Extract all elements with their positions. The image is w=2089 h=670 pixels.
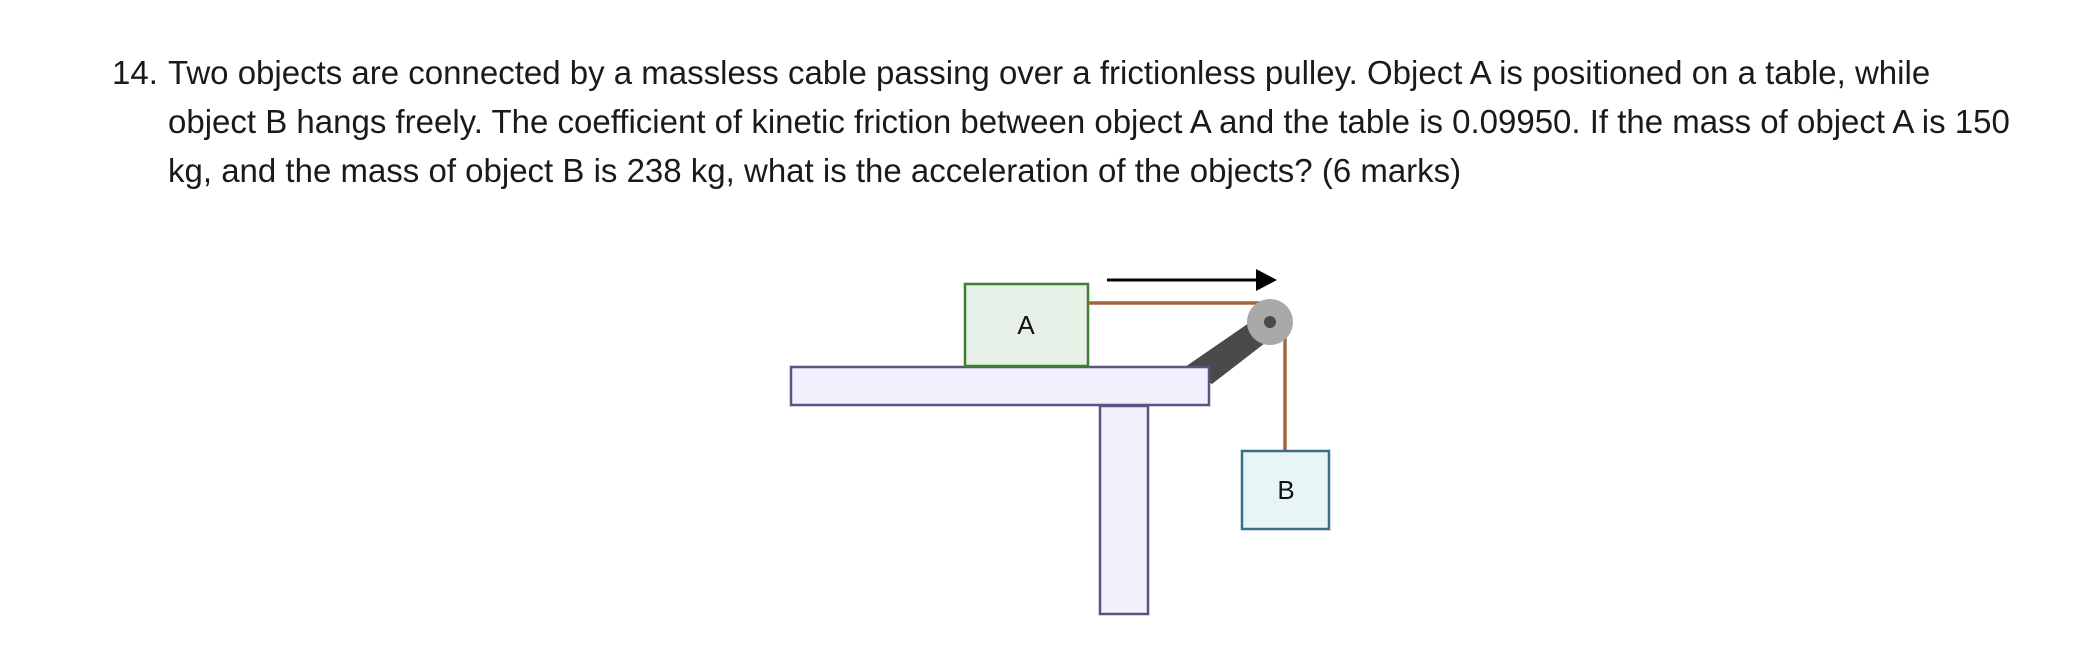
question-text: Two objects are connected by a massless … — [168, 54, 2010, 189]
block-b — [1240, 449, 1331, 531]
right-arrow-icon — [1107, 269, 1277, 291]
block-a-label: A — [1017, 310, 1035, 340]
pulley-axle — [1264, 316, 1276, 328]
block-a — [963, 282, 1090, 368]
question: 14. Two objects are connected by a massl… — [112, 48, 2012, 195]
question-number: 14. — [112, 54, 158, 91]
table-top — [789, 365, 1211, 407]
table-leg — [1098, 404, 1150, 616]
block-b-label: B — [1277, 475, 1294, 505]
